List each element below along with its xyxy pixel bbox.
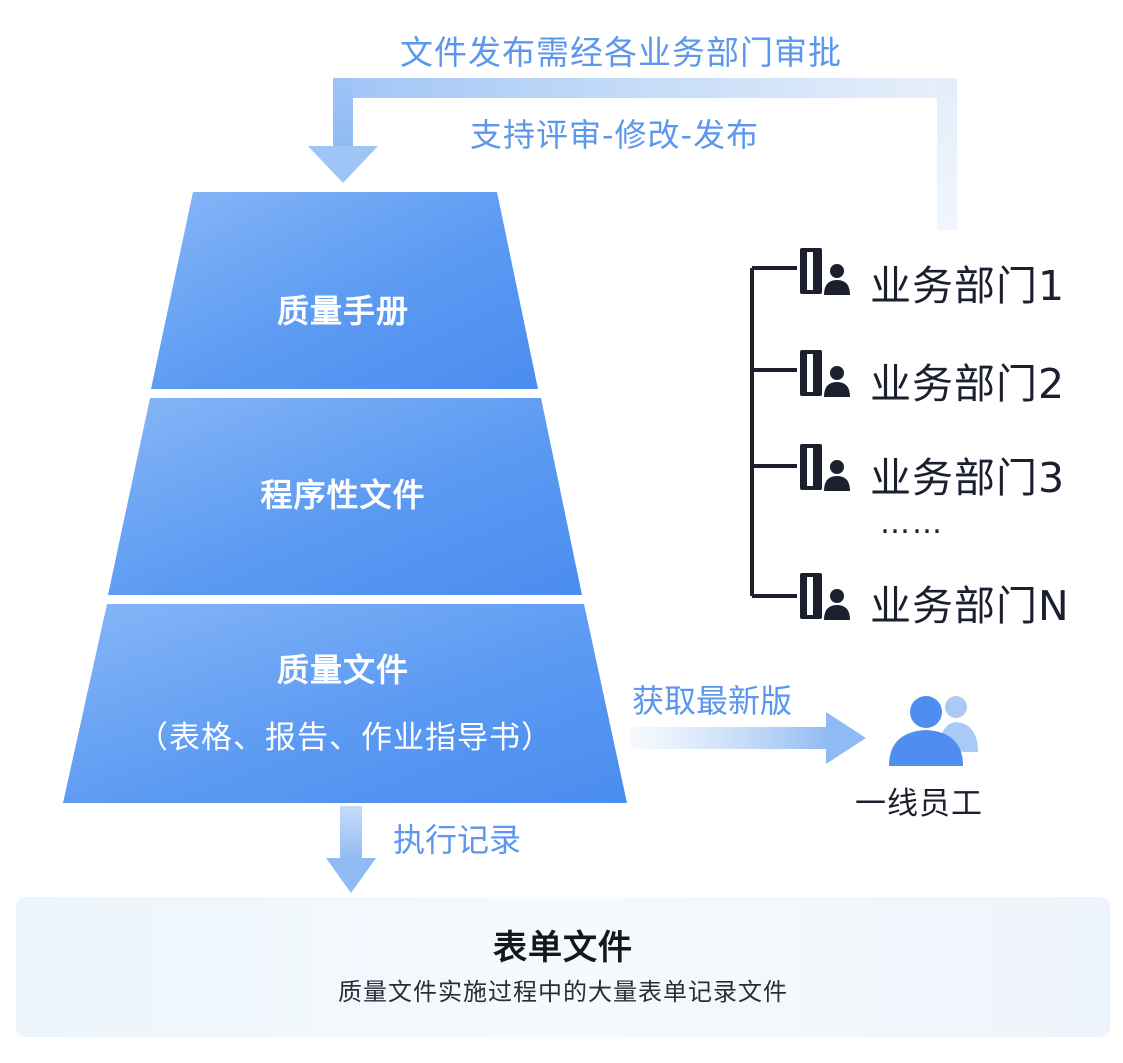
department-1: 业务部门1: [870, 262, 1066, 310]
review-cycle-label: 支持评审-修改-发布: [470, 116, 760, 154]
get-latest-label: 获取最新版: [632, 682, 793, 720]
department-user-icon: [800, 573, 850, 620]
form-files-description: 质量文件实施过程中的大量表单记录文件: [338, 978, 788, 1006]
department-n: 业务部门N: [870, 582, 1070, 630]
tier-quality-docs-label: 质量文件: [276, 651, 409, 689]
tier-quality-docs-sublabel: （表格、报告、作业指导书）: [137, 720, 553, 756]
execution-record-label: 执行记录: [393, 821, 522, 859]
tier-quality-manual-label: 质量手册: [276, 292, 409, 330]
form-files-title: 表单文件: [493, 928, 633, 968]
tier-procedural-docs-label: 程序性文件: [260, 476, 426, 514]
department-3: 业务部门3: [870, 454, 1066, 502]
form-files-panel: [16, 897, 1110, 1037]
pyramid-tier-procedural-docs: [108, 398, 582, 595]
pyramid-tier-quality-docs: [63, 604, 627, 803]
execution-arrow: [326, 806, 376, 893]
department-tree-bracket: [750, 266, 797, 598]
frontline-employee-label: 一线员工: [855, 786, 983, 822]
pyramid-tier-quality-manual: [151, 192, 538, 389]
department-2: 业务部门2: [870, 360, 1066, 408]
approval-feedback-arrow: [308, 78, 957, 230]
department-user-icon: [800, 350, 850, 397]
distribution-arrow: [630, 712, 866, 764]
department-user-icon: [800, 444, 850, 491]
departments-ellipsis: ……: [880, 506, 944, 541]
department-user-icon: [800, 248, 850, 295]
group-users-icon: [889, 696, 978, 766]
